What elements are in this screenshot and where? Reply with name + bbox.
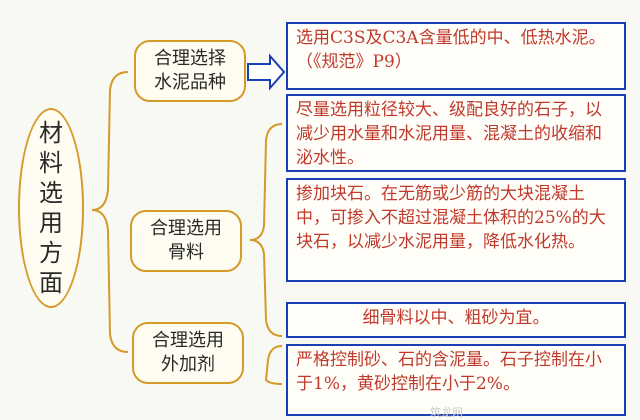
aggregate-bracket <box>249 123 283 337</box>
branch-cement: 合理选择水泥品种 <box>134 40 246 102</box>
arrow-icon <box>247 53 286 91</box>
additive-bracket <box>264 345 283 385</box>
note-aggregate-sand: 细骨料以中、粗砂为宜。 <box>286 302 626 338</box>
note-cement: 选用C3S及C3A含量低的中、低热水泥。（《规范》P9） <box>286 22 626 90</box>
root-label: 材料选用方面 <box>39 119 63 297</box>
root-node: 材料选用方面 <box>18 108 84 308</box>
watermark: 筑龙网 <box>430 406 463 419</box>
note-aggregate-stone: 掺加块石。在无筋或少筋的大块混凝土中，可掺入不超过混凝土体积的25%的大块石，以… <box>286 178 626 282</box>
branch-aggregate: 合理选用骨料 <box>130 210 242 272</box>
branch-additive-label: 合理选用外加剂 <box>152 330 224 375</box>
root-bracket <box>91 71 129 353</box>
note-additive: 严格控制砂、石的含泥量。石子控制在小于1%，黄砂控制在小于2%。 <box>286 344 626 416</box>
branch-aggregate-label: 合理选用骨料 <box>150 218 222 263</box>
branch-additive: 合理选用外加剂 <box>132 322 244 384</box>
note-aggregate-size: 尽量选用粒径较大、级配良好的石子，以减少用水量和水泥用量、混凝土的收缩和泌水性。 <box>286 94 626 172</box>
branch-cement-label: 合理选择水泥品种 <box>154 48 226 93</box>
